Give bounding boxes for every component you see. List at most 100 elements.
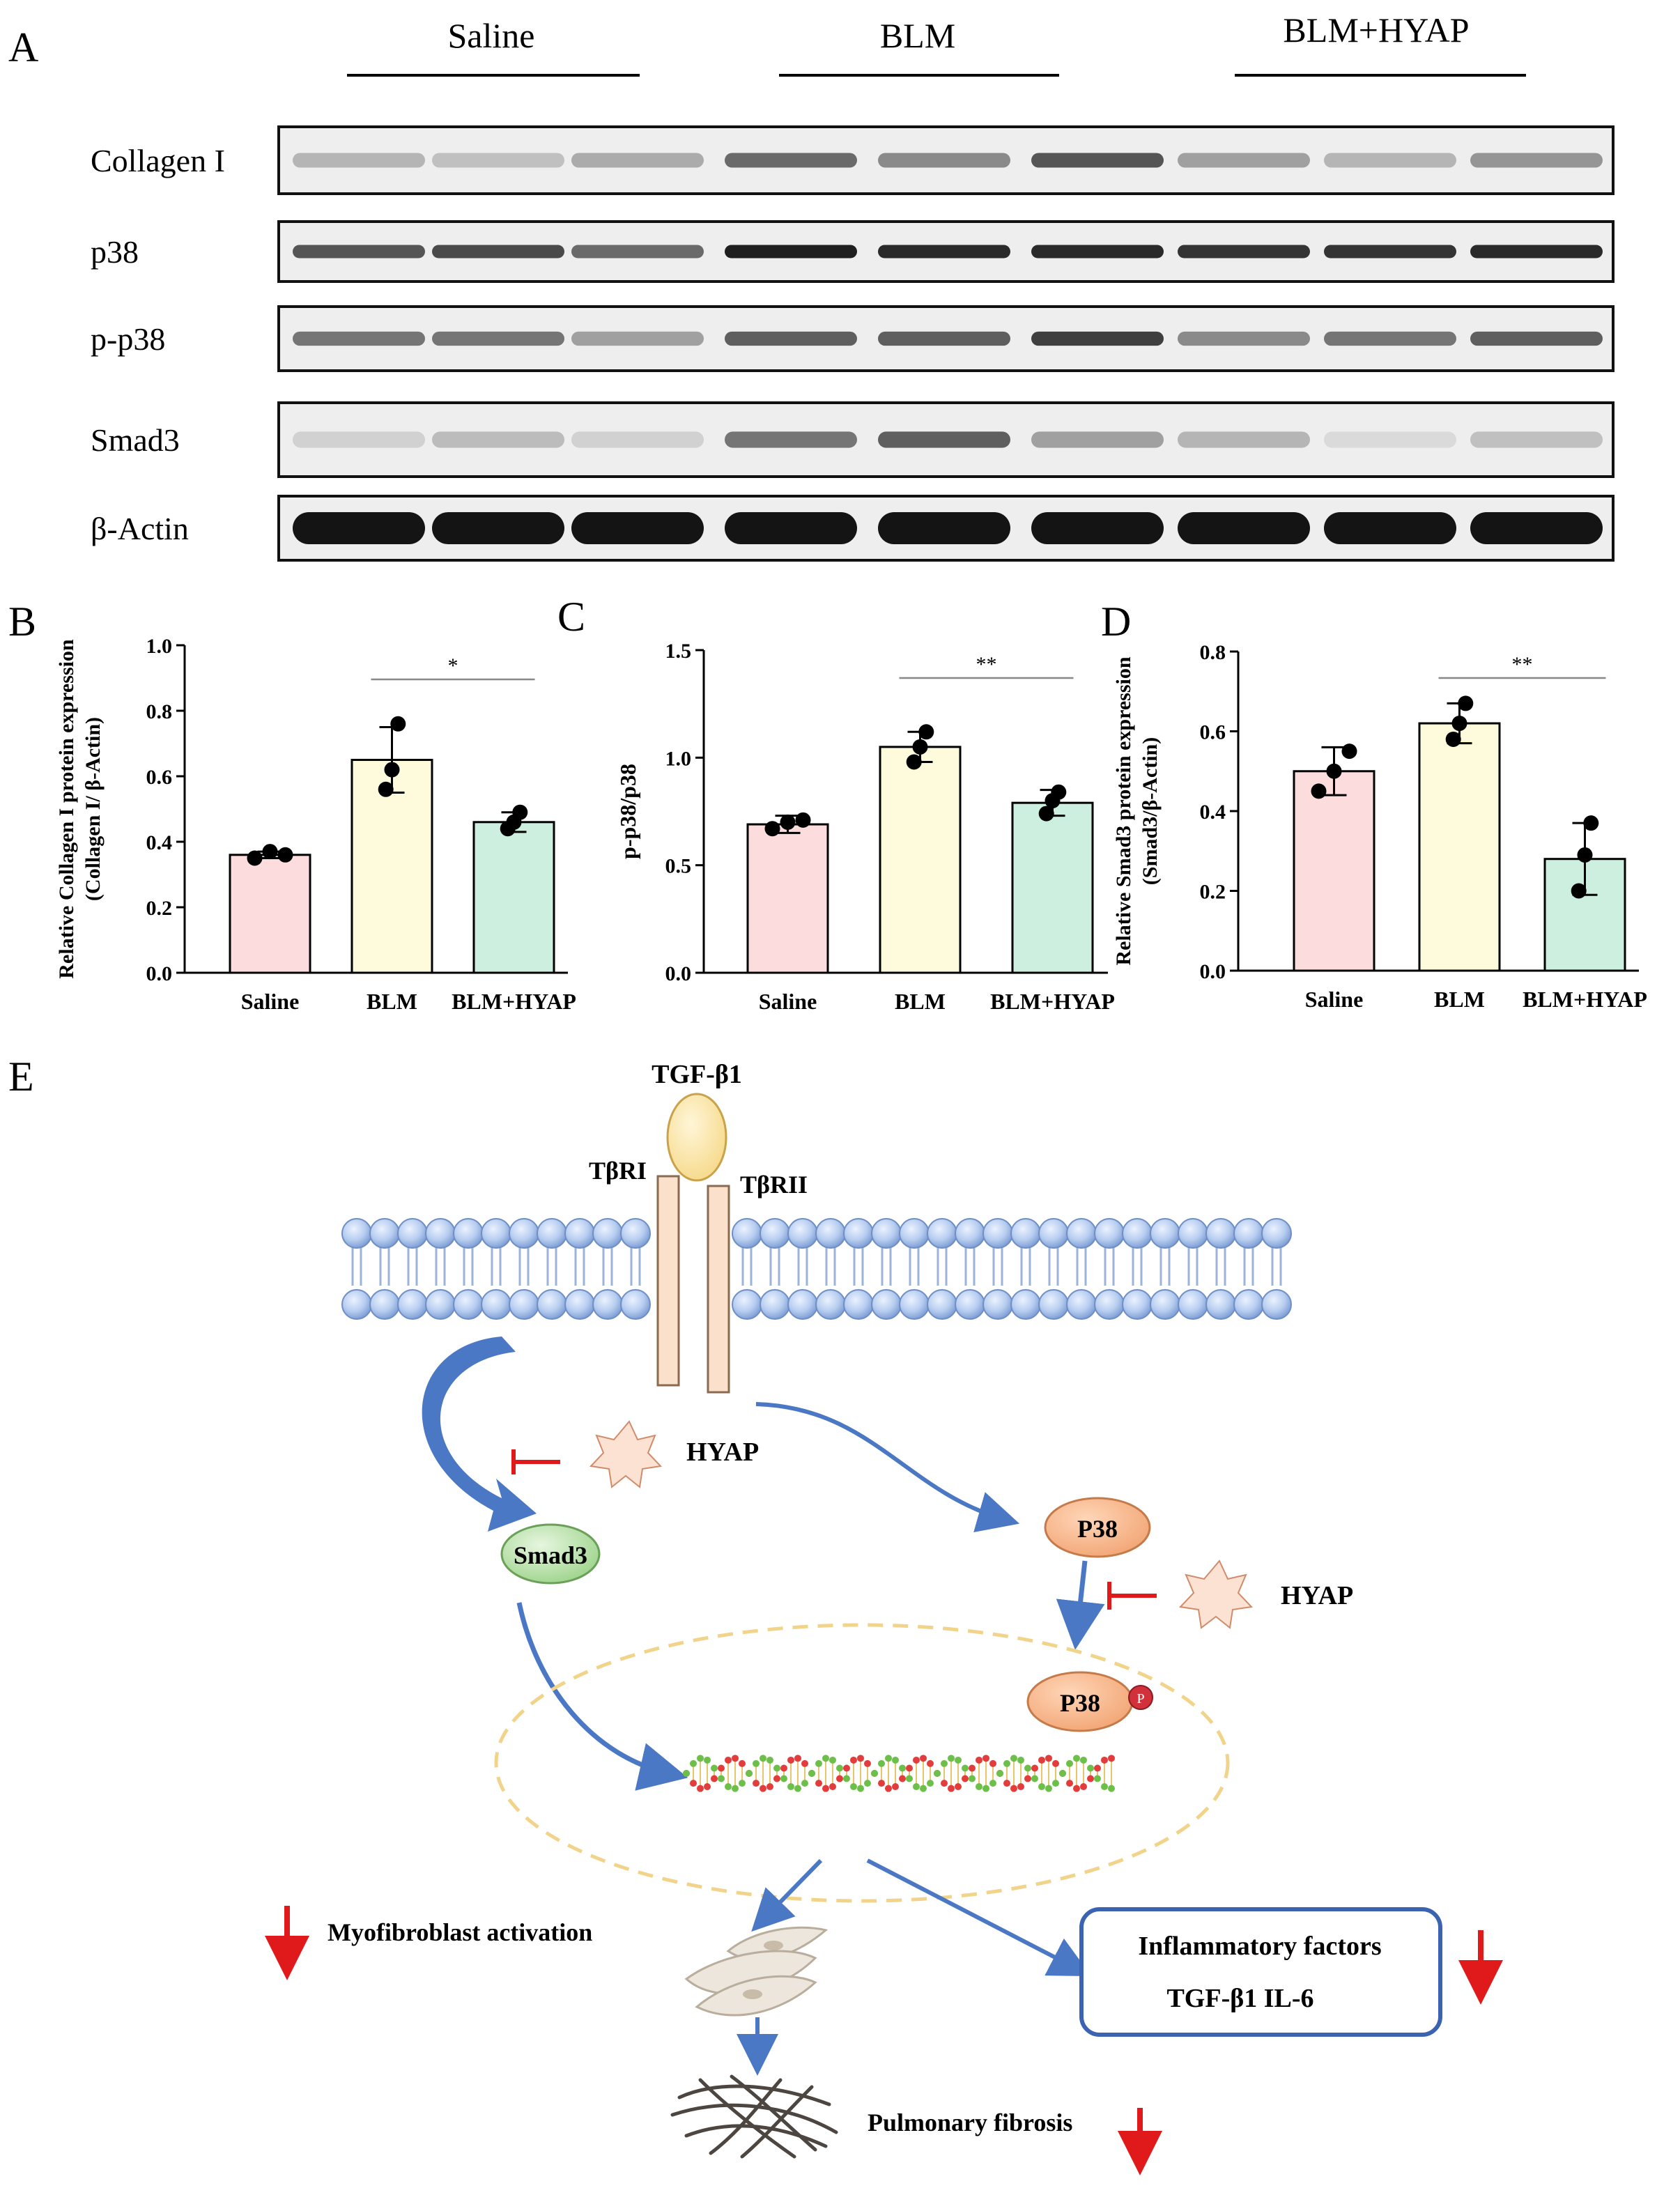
lipid-head xyxy=(453,1218,484,1249)
lipid-head xyxy=(453,1289,484,1320)
lipid-head xyxy=(1261,1289,1292,1320)
significance-mark: ** xyxy=(1512,653,1533,676)
dna-base xyxy=(885,1755,892,1762)
dna-base xyxy=(906,1764,913,1772)
panel-e-label: E xyxy=(8,1054,34,1100)
y-tick-label: 0.0 xyxy=(1200,960,1226,983)
dna-base xyxy=(927,1759,934,1767)
blot-band xyxy=(1031,331,1164,346)
dna-base xyxy=(934,1770,941,1777)
inflammatory-factors-box xyxy=(1079,1907,1442,2037)
lipid-head xyxy=(564,1218,595,1249)
dna-base xyxy=(1080,1783,1087,1791)
blot-band xyxy=(1178,431,1310,448)
blot-band xyxy=(1470,431,1603,448)
x-tick-label: BLM xyxy=(1434,987,1485,1012)
blot-band xyxy=(878,153,1010,168)
dna-base xyxy=(1052,1759,1059,1767)
to-myofibroblast-arrow xyxy=(751,1858,823,1932)
dna-base xyxy=(892,1756,899,1764)
data-point xyxy=(1451,716,1467,732)
dna-base xyxy=(1094,1775,1101,1782)
data-point xyxy=(795,812,811,828)
y-tick-label: 0.6 xyxy=(146,766,173,789)
dna-base xyxy=(927,1780,934,1787)
dna-base xyxy=(1024,1775,1031,1782)
blot-band xyxy=(878,331,1010,346)
bar xyxy=(1418,722,1501,972)
dna-base xyxy=(1066,1759,1073,1767)
x-tick-label: Saline xyxy=(241,989,300,1014)
dna-base xyxy=(857,1755,864,1762)
dna-base xyxy=(732,1785,739,1792)
y-axis-label: Relative Collagen I protein expression xyxy=(55,639,78,979)
dna-base xyxy=(780,1764,787,1772)
dna-base xyxy=(878,1780,885,1787)
tgf-beta1-label: TGF-β1 xyxy=(652,1060,742,1089)
smad3-to-dna-arrow xyxy=(516,1602,688,1791)
dna-base xyxy=(732,1755,739,1762)
dna-base xyxy=(982,1755,989,1762)
bar xyxy=(472,821,555,974)
dna-base xyxy=(718,1764,725,1772)
dna-base xyxy=(697,1755,704,1762)
dna-base xyxy=(850,1756,857,1764)
lipid-head xyxy=(1233,1218,1264,1249)
blot-band xyxy=(878,512,1010,544)
data-point xyxy=(277,847,293,863)
blot-band xyxy=(1470,331,1603,346)
blot-band xyxy=(878,431,1010,448)
lipid-head xyxy=(592,1218,623,1249)
dna-base xyxy=(1031,1775,1038,1782)
hyap-icon xyxy=(1178,1559,1254,1629)
lipid-head xyxy=(1205,1218,1236,1249)
lipid-head xyxy=(1122,1218,1153,1249)
lipid-head xyxy=(620,1289,651,1320)
panel-b-label: B xyxy=(8,599,36,645)
lipid-head xyxy=(843,1289,874,1320)
lipid-head xyxy=(1038,1289,1069,1320)
blot-band xyxy=(1470,512,1603,544)
dna-base xyxy=(711,1764,718,1772)
dna-base xyxy=(857,1785,864,1792)
dna-base xyxy=(1052,1780,1059,1787)
blot-band xyxy=(293,431,425,448)
lipid-head xyxy=(341,1218,372,1249)
data-point xyxy=(1326,763,1342,779)
dna-base xyxy=(962,1775,969,1782)
data-point xyxy=(1458,695,1474,711)
lipid-head xyxy=(1038,1218,1069,1249)
data-point xyxy=(1311,783,1327,799)
lipid-head xyxy=(1010,1289,1041,1320)
blot-row: β-Actin xyxy=(91,495,1615,562)
lipid-head xyxy=(1233,1289,1264,1320)
dna-base xyxy=(746,1770,753,1777)
lipid-head xyxy=(481,1218,511,1249)
blot-band xyxy=(1178,331,1310,346)
blot-band xyxy=(432,431,564,448)
lipid-head xyxy=(1066,1218,1097,1249)
smad3-activation-arrow xyxy=(422,1336,537,1532)
dna-base xyxy=(1087,1775,1094,1782)
blot-band xyxy=(432,331,564,346)
lipid-head xyxy=(481,1289,511,1320)
tbri-label: TβRI xyxy=(589,1157,647,1185)
dna-base xyxy=(718,1775,725,1782)
dna-base xyxy=(829,1756,836,1764)
lipid-head xyxy=(1094,1218,1125,1249)
x-tick-label: BLM+HYAP xyxy=(452,989,576,1014)
data-point xyxy=(512,804,528,820)
lipid-head xyxy=(815,1289,846,1320)
significance-mark: ** xyxy=(976,653,997,676)
hyap-label-2: HYAP xyxy=(1281,1581,1353,1610)
blot-row-label: β-Actin xyxy=(91,511,189,546)
lipid-head xyxy=(620,1218,651,1249)
dna-base xyxy=(1073,1785,1080,1792)
dna-base xyxy=(1101,1756,1108,1764)
lipid-head xyxy=(732,1218,762,1249)
dna-base xyxy=(760,1785,766,1792)
dna-base xyxy=(773,1764,780,1772)
